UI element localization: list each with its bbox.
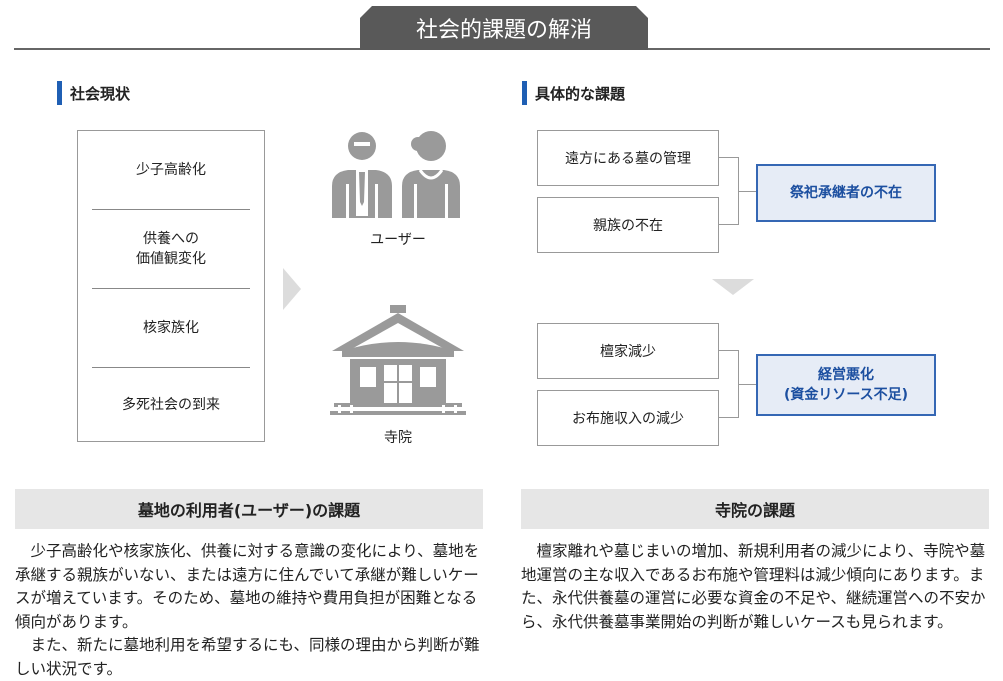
- user-label: ユーザー: [370, 232, 426, 248]
- connector-line: [718, 350, 738, 351]
- temple-label: 寺院: [384, 430, 412, 446]
- page-title: 社会的課題の解消: [360, 6, 648, 50]
- divider: [92, 209, 250, 210]
- issue-box-remote-grave: 遠方にある墓の管理: [537, 130, 719, 186]
- condition-label-line2: 価値観変化: [136, 251, 206, 267]
- right-section-heading-text: 具体的な課題: [535, 84, 626, 103]
- person-female-icon: [402, 131, 460, 218]
- result-box-no-successor: 祭祀承継者の不在: [756, 164, 936, 222]
- condition-item: 供養への 価値観変化: [78, 210, 264, 288]
- user-issue-paragraph: 少子高齢化や核家族化、供養に対する意識の変化により、墓地を承継する親族がいない、…: [15, 542, 480, 631]
- chevron-down-icon: [712, 279, 754, 295]
- chevron-right-icon: [283, 268, 301, 310]
- issue-label: 遠方にある墓の管理: [565, 151, 691, 167]
- divider: [92, 367, 250, 368]
- social-conditions-list: 少子高齢化 供養への 価値観変化 核家族化 多死社会の到来: [77, 130, 265, 442]
- connector-line: [718, 224, 738, 225]
- user-issue-paragraph: また、新たに墓地利用を希望するにも、同様の理由から判断が難しい状況です。: [15, 636, 480, 678]
- issue-box-fewer-parishioners: 檀家減少: [537, 323, 719, 379]
- issue-box-no-relatives: 親族の不在: [537, 197, 719, 253]
- issue-label: お布施収入の減少: [572, 411, 684, 427]
- heading-accent-bar: [57, 81, 62, 105]
- condition-label: 少子高齢化: [136, 162, 206, 178]
- temple-issue-heading: 寺院の課題: [521, 489, 989, 529]
- left-section-heading: 社会現状: [57, 81, 130, 105]
- connector-line: [738, 384, 756, 385]
- divider: [92, 288, 250, 289]
- result-label: 経営悪化: [818, 367, 874, 383]
- issue-box-reduced-offerings: お布施収入の減少: [537, 390, 719, 446]
- temple-icon: [330, 305, 466, 415]
- connector-line: [718, 417, 738, 418]
- condition-label: 多死社会の到来: [122, 396, 220, 413]
- right-section-heading: 具体的な課題: [522, 81, 625, 105]
- condition-item: 少子高齢化: [78, 131, 264, 209]
- condition-label: 核家族化: [143, 320, 199, 336]
- connector-line: [738, 191, 756, 192]
- temple-issue-paragraph: 檀家離れや墓じまいの増加、新規利用者の減少により、寺院や墓地運営の主な収入である…: [521, 542, 986, 631]
- issue-label: 檀家減少: [600, 344, 656, 360]
- connector-line: [718, 157, 738, 158]
- result-label-line2: (資金リソース不足): [783, 387, 909, 403]
- condition-label: 供養への: [143, 231, 199, 247]
- users-icon-group: [332, 131, 460, 218]
- condition-item: 核家族化: [78, 289, 264, 367]
- user-issue-heading: 墓地の利用者(ユーザー)の課題: [15, 489, 483, 529]
- person-male-icon: [332, 132, 392, 218]
- result-label: 祭祀承継者の不在: [790, 185, 902, 201]
- left-section-heading-text: 社会現状: [70, 84, 131, 103]
- temple-issue-body: 檀家離れや墓じまいの増加、新規利用者の減少により、寺院や墓地運営の主な収入である…: [521, 540, 993, 634]
- issue-label: 親族の不在: [593, 218, 663, 234]
- heading-accent-bar: [522, 81, 527, 105]
- condition-item: 多死社会の到来: [78, 368, 264, 441]
- result-box-management-deterioration: 経営悪化 (資金リソース不足): [756, 354, 936, 416]
- user-issue-body: 少子高齢化や核家族化、供養に対する意識の変化により、墓地を承継する親族がいない、…: [15, 540, 485, 681]
